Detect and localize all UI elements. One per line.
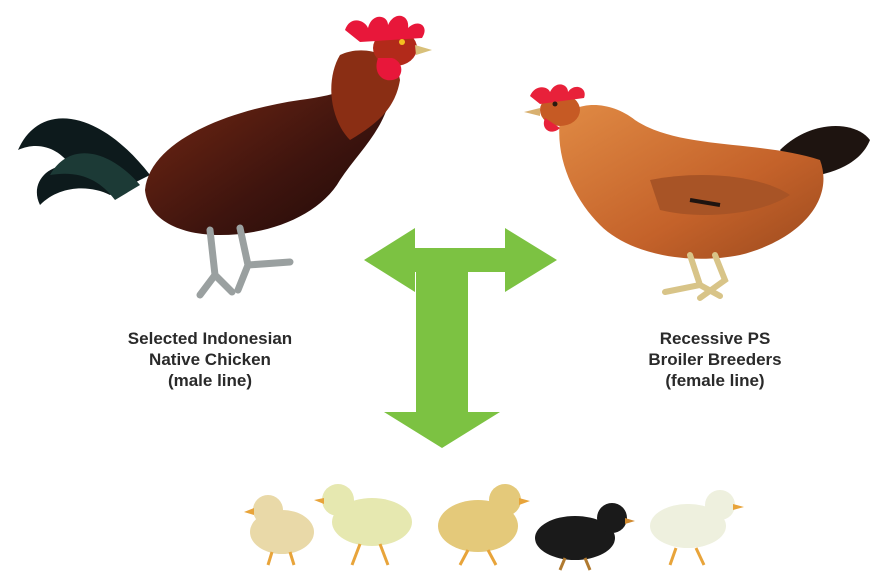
t-arrow-icon [364, 228, 557, 448]
chick-icon [650, 490, 744, 565]
female-label-line-1: Recessive PS [590, 328, 840, 349]
chick-icon [244, 495, 314, 565]
chicks-group [244, 484, 744, 570]
hen-icon [524, 84, 870, 298]
male-line-label: Selected Indonesian Native Chicken (male… [70, 328, 350, 391]
chick-icon [314, 484, 412, 565]
male-label-line-1: Selected Indonesian [70, 328, 350, 349]
chick-icon [438, 484, 530, 565]
rooster-icon [18, 16, 432, 295]
female-label-line-3: (female line) [590, 370, 840, 391]
male-label-line-2: Native Chicken [70, 349, 350, 370]
chick-icon [535, 503, 635, 570]
female-label-line-2: Broiler Breeders [590, 349, 840, 370]
female-line-label: Recessive PS Broiler Breeders (female li… [590, 328, 840, 391]
male-label-line-3: (male line) [70, 370, 350, 391]
